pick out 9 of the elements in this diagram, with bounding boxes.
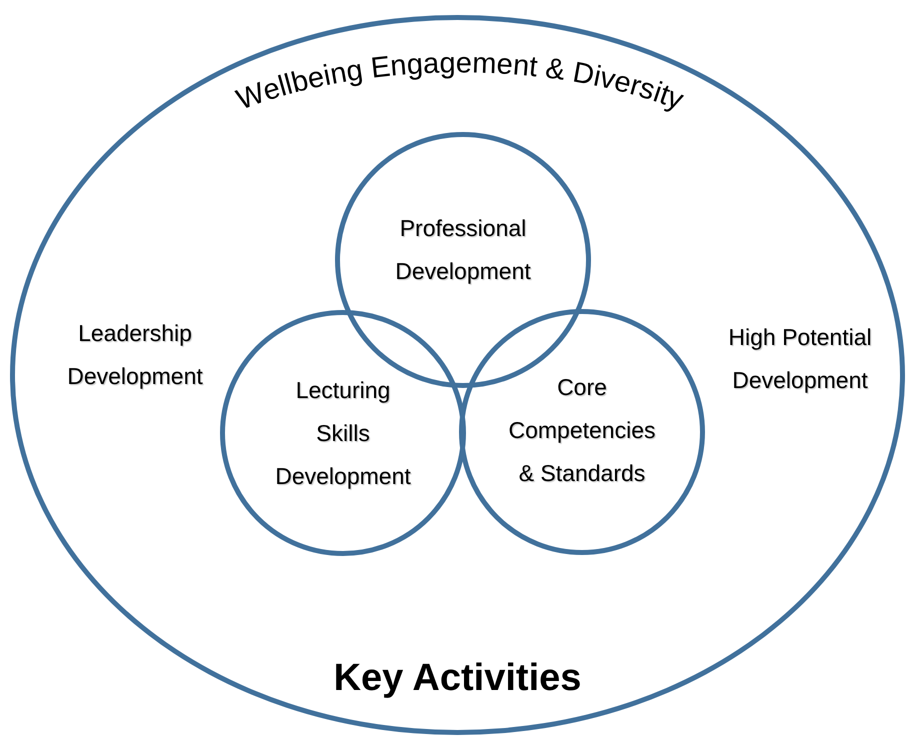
circle-label: Lecturing Skills Development [274,376,412,491]
heading: Key Activities [334,657,582,700]
ellipse-boundary [10,15,905,735]
activity-label: Leadership Development [66,319,204,391]
circle-label: Core Competencies & Standards [507,372,657,488]
venn-circle [220,310,466,556]
venn-circle [459,309,705,555]
activity-label: High Potential Development [727,323,873,395]
circle-label: Professional Development [394,214,532,286]
